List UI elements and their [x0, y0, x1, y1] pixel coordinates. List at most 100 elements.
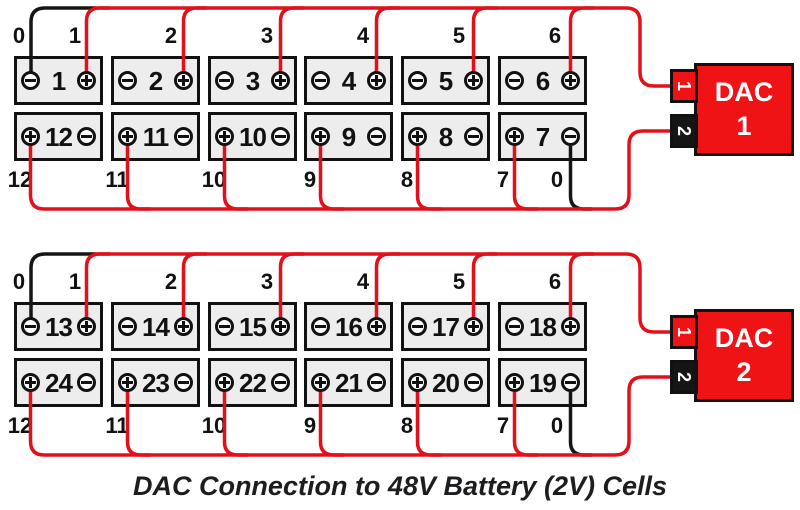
battery-bank-1: 0 1 2 3 4 5 6 1 2 3 4 5 — [0, 0, 800, 246]
diagram-caption: DAC Connection to 48V Battery (2V) Cells — [132, 471, 668, 501]
battery-cell-1: 1 — [14, 56, 103, 105]
node-label-top: 0 — [12, 23, 26, 48]
cell-number: 10 — [239, 121, 267, 152]
battery-cell-4: 4 — [304, 56, 393, 105]
battery-cell-24: 24 — [14, 358, 103, 407]
connector-number: 1 — [673, 80, 694, 92]
cell-number: 12 — [45, 121, 73, 152]
cell-number: 13 — [45, 311, 73, 342]
dac-2-box: DAC 2 — [694, 309, 794, 402]
node-label-top: 5 — [452, 269, 466, 294]
plus-terminal-icon — [561, 71, 580, 90]
battery-cell-11: 11 — [111, 112, 200, 161]
node-label-bottom: 10 — [201, 167, 227, 192]
minus-terminal-icon — [21, 71, 40, 90]
node-label-bottom: 10 — [201, 413, 227, 438]
cell-number: 8 — [438, 121, 454, 152]
plus-terminal-icon — [118, 127, 137, 146]
node-label-top: 3 — [260, 23, 274, 48]
node-label-top: 4 — [356, 23, 370, 48]
battery-cell-23: 23 — [111, 358, 200, 407]
node-label-top: 3 — [260, 269, 274, 294]
cell-number: 2 — [148, 65, 164, 96]
node-label-bottom: 0 — [550, 167, 564, 192]
minus-terminal-icon — [118, 317, 137, 336]
plus-terminal-icon — [118, 373, 137, 392]
node-label-bottom: 8 — [400, 413, 414, 438]
cell-number: 21 — [335, 367, 363, 398]
connector-number: 1 — [673, 326, 694, 338]
node-label-top: 2 — [164, 269, 178, 294]
plus-terminal-icon — [173, 317, 193, 336]
cell-number: 18 — [529, 311, 557, 342]
plus-terminal-icon — [505, 127, 524, 146]
cell-number: 1 — [51, 65, 67, 96]
cell-number: 15 — [239, 311, 267, 342]
plus-terminal-icon — [215, 127, 234, 146]
battery-cell-6: 6 — [498, 56, 587, 105]
plus-terminal-icon — [311, 127, 330, 146]
battery-cell-3: 3 — [208, 56, 297, 105]
cell-number: 7 — [535, 121, 551, 152]
plus-terminal-icon — [21, 127, 40, 146]
minus-terminal-icon — [560, 373, 580, 392]
plus-terminal-icon — [366, 317, 386, 336]
plus-terminal-icon — [560, 317, 580, 336]
minus-terminal-icon — [173, 373, 193, 392]
plus-terminal-icon — [408, 127, 427, 146]
dac-2-connector-2: 2 — [670, 360, 698, 394]
cell-number: 17 — [432, 311, 460, 342]
plus-terminal-icon — [215, 373, 234, 392]
minus-terminal-icon — [464, 127, 483, 146]
battery-cell-7: 7 — [498, 112, 587, 161]
dac-1-box: DAC 1 — [694, 63, 794, 156]
cell-number: 24 — [45, 367, 73, 398]
battery-bank-2: 0 1 2 3 4 5 6 13 14 15 16 17 — [0, 246, 800, 492]
node-label-top: 1 — [68, 269, 82, 294]
minus-terminal-icon — [270, 127, 290, 146]
minus-terminal-icon — [463, 373, 483, 392]
plus-terminal-icon — [271, 71, 290, 90]
node-label-top: 5 — [452, 23, 466, 48]
node-label-bottom: 9 — [303, 413, 317, 438]
battery-cell-8: 8 — [401, 112, 490, 161]
minus-terminal-icon — [561, 127, 580, 146]
plus-terminal-icon — [505, 373, 524, 392]
cell-number: 22 — [239, 367, 267, 398]
node-label-bottom: 12 — [7, 413, 33, 438]
battery-cell-20: 20 — [401, 358, 490, 407]
cell-number: 16 — [335, 311, 363, 342]
node-label-bottom: 7 — [496, 413, 510, 438]
battery-cell-5: 5 — [401, 56, 490, 105]
battery-cell-19: 19 — [498, 358, 587, 407]
cell-number: 20 — [432, 367, 460, 398]
plus-terminal-icon — [408, 373, 427, 392]
node-label-top: 2 — [164, 23, 178, 48]
plus-terminal-icon — [76, 317, 96, 336]
dac-number: 1 — [736, 110, 752, 141]
minus-terminal-icon — [118, 71, 137, 90]
battery-cell-18: 18 — [498, 302, 587, 351]
minus-terminal-icon — [174, 127, 193, 146]
plus-terminal-icon — [174, 71, 193, 90]
plus-terminal-icon — [270, 317, 290, 336]
minus-terminal-icon — [311, 71, 330, 90]
node-label-bottom: 8 — [400, 167, 414, 192]
dac-number: 2 — [736, 356, 752, 387]
dac-2-connector-1: 1 — [670, 315, 698, 349]
dac-name: DAC — [714, 322, 774, 353]
minus-terminal-icon — [505, 71, 524, 90]
node-label-top: 6 — [548, 269, 562, 294]
minus-terminal-icon — [76, 127, 96, 146]
battery-cell-21: 21 — [304, 358, 393, 407]
minus-terminal-icon — [366, 373, 386, 392]
dac-name: DAC — [714, 76, 774, 107]
dac-1-connector-2: 2 — [670, 114, 698, 148]
cell-number: 5 — [438, 65, 454, 96]
node-label-top: 6 — [548, 23, 562, 48]
battery-cell-15: 15 — [208, 302, 297, 351]
minus-terminal-icon — [408, 71, 427, 90]
plus-terminal-icon — [463, 317, 483, 336]
cell-number: 11 — [142, 121, 169, 152]
